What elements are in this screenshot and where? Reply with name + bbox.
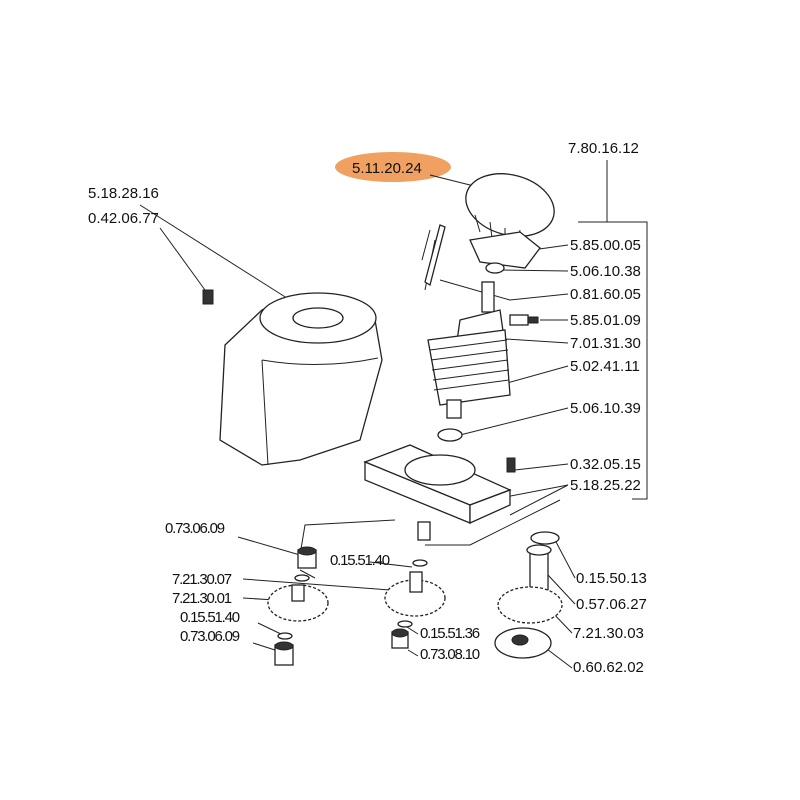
right-column-labels: 5.85.00.05 5.06.10.38 0.81.60.05 5.85.01… (570, 237, 641, 494)
part-label[interactable]: 7.01.31.30 (570, 335, 641, 352)
carbon-brush (509, 314, 539, 326)
part-label[interactable]: 5.18.25.22 (570, 477, 641, 494)
part-label[interactable]: 0.57.06.27 (576, 596, 647, 613)
bearing-5-06-10-39 (437, 428, 463, 442)
bushing-left-top (297, 546, 317, 569)
part-label[interactable]: 5.06.10.38 (570, 263, 641, 280)
part-label[interactable]: 5.85.01.09 (570, 312, 641, 329)
washer-left-lower (277, 632, 293, 640)
pin-center (417, 521, 431, 541)
gear-center (384, 571, 446, 617)
part-label[interactable]: 5.18.28.16 (88, 185, 159, 202)
assembly-label[interactable]: 7.80.16.12 (568, 140, 639, 157)
highlight-ellipse (335, 152, 451, 182)
fan-part (465, 173, 555, 243)
assembly-bracket (578, 160, 648, 500)
part-label[interactable]: 0.73.08.10 (420, 646, 481, 663)
part-label[interactable]: 5.06.10.39 (570, 400, 641, 417)
part-label[interactable]: 7.21.30.01 (172, 590, 233, 607)
motor-housing (219, 292, 383, 466)
part-label[interactable]: 0.81.60.05 (570, 286, 641, 303)
part-label[interactable]: 5.02.41.11 (570, 358, 640, 375)
part-label[interactable]: 0.15.51.40 (330, 552, 391, 569)
base-plate (363, 444, 512, 525)
highlighted-part-label[interactable]: 5.11.20.24 (352, 160, 422, 177)
bearing-right (494, 627, 552, 659)
leader-lines (139, 174, 576, 669)
lower-left-labels: 0.73.06.09 0.15.51.40 7.21.30.07 7.21.30… (165, 520, 391, 645)
part-label[interactable]: 0.42.06.77 (88, 210, 159, 227)
part-label[interactable]: 7.21.30.03 (573, 625, 644, 642)
gear-right (497, 586, 563, 624)
left-housing-labels: 5.18.28.16 0.42.06.77 (88, 185, 159, 227)
part-label[interactable]: 7.21.30.07 (172, 571, 233, 588)
washer-left (294, 574, 310, 582)
part-label[interactable]: 0.73.06.09 (165, 520, 226, 537)
screw-0-32-05-15 (506, 457, 516, 473)
armature (427, 281, 511, 419)
brush-holder (469, 231, 541, 274)
screw-housing (202, 289, 214, 305)
circlip (530, 531, 560, 545)
connector-wire (424, 224, 446, 287)
svg-text:5.11.20.24: 5.11.20.24 (352, 160, 422, 177)
lower-right-labels: 0.15.50.13 0.57.06.27 7.21.30.03 0.60.62… (573, 570, 647, 676)
part-label[interactable]: 5.85.00.05 (570, 237, 641, 254)
part-label[interactable]: 0.73.06.09 (180, 628, 241, 645)
part-label[interactable]: 0.15.50.13 (576, 570, 647, 587)
bushing-left-bottom (274, 641, 294, 666)
washer-center (412, 559, 428, 567)
part-label[interactable]: 0.60.62.02 (573, 659, 644, 676)
lower-center-labels: 0.15.51.36 0.73.08.10 (420, 625, 481, 663)
washer-center-lower (397, 620, 413, 628)
part-label[interactable]: 0.15.51.40 (180, 609, 241, 626)
part-label[interactable]: 0.15.51.36 (420, 625, 481, 642)
bushing-center (391, 628, 409, 649)
part-label[interactable]: 0.32.05.15 (570, 456, 641, 473)
gear-left (267, 584, 329, 622)
